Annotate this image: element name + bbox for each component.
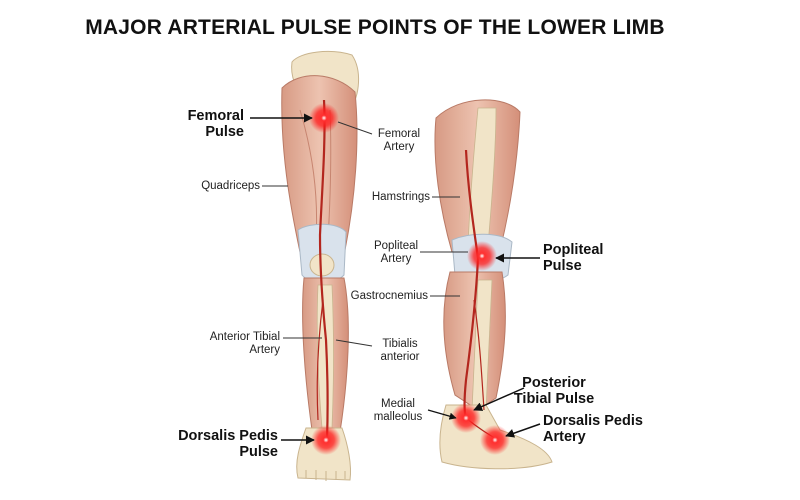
gastrocnemius-label: Gastrocnemius	[350, 290, 428, 302]
medial-malleolus-arrow	[427, 409, 457, 420]
dorsalis-pedis-artery-arrow	[505, 423, 541, 438]
posterior-leg	[434, 99, 553, 470]
dorsalis-pedis-artery-marker	[480, 425, 510, 455]
hamstrings-label: Hamstrings	[371, 191, 430, 203]
posterior-tibial-pulse-arrow	[473, 387, 525, 411]
page-title: MAJOR ARTERIAL PULSE POINTS OF THE LOWER…	[85, 16, 665, 39]
femoral-pulse-marker	[309, 103, 339, 133]
tibialis-anterior-leader	[335, 339, 373, 347]
femoral-artery-vessel	[318, 99, 329, 441]
popliteal-pulse-marker	[467, 241, 497, 271]
popliteal-artery-vessel	[463, 149, 480, 419]
dorsalis-pedis-pulse-marker	[311, 425, 341, 455]
femoral-artery-leader	[337, 121, 373, 135]
quadriceps-label: Quadriceps	[201, 180, 260, 192]
